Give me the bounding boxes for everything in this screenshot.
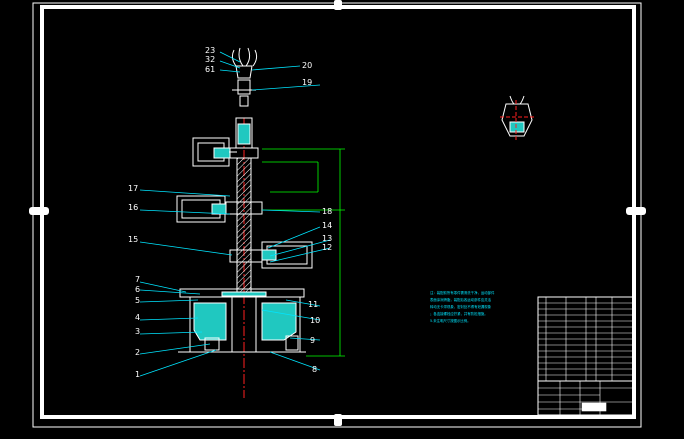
- technical-notes: 注：装配前所有零件需清洗干净，运动部件 表面涂润滑脂，装配后各运动部件应灵活 转…: [430, 290, 495, 323]
- title-block: [537, 296, 635, 416]
- label-9: 9: [310, 336, 315, 345]
- label-20: 20: [302, 61, 312, 70]
- gripper-head: [231, 47, 258, 107]
- label-2: 2: [135, 348, 140, 357]
- label-15: 15: [128, 235, 138, 244]
- centering-marks: [29, 0, 646, 426]
- label-17: 17: [128, 184, 138, 193]
- part-labels: 23 32 61 20 19 17 16 18 15 14 13 12 7 6 …: [128, 46, 332, 379]
- label-14: 14: [322, 221, 332, 230]
- label-23: 23: [205, 46, 215, 55]
- label-61: 61: [205, 65, 215, 74]
- base-assembly: [178, 288, 306, 353]
- detail-view: [500, 95, 534, 140]
- label-4: 4: [135, 313, 140, 322]
- label-11: 11: [308, 300, 318, 309]
- label-1: 1: [135, 370, 140, 379]
- note-line-1: 注：装配前所有零件需清洗干净，运动部件: [430, 290, 495, 295]
- note-line-5: 5.未注明尺寸按图示比例。: [430, 318, 471, 323]
- label-5: 5: [135, 296, 140, 305]
- main-column: [236, 157, 252, 294]
- note-line-2: 表面涂润滑脂，装配后各运动部件应灵活: [430, 297, 492, 302]
- actuator-middle: [176, 195, 263, 223]
- label-13: 13: [322, 234, 332, 243]
- label-8: 8: [312, 365, 317, 374]
- label-3: 3: [135, 327, 140, 336]
- label-19: 19: [302, 78, 312, 87]
- leader-lines: [139, 51, 331, 377]
- label-32: 32: [205, 55, 215, 64]
- label-18: 18: [322, 207, 332, 216]
- actuator-lower: [229, 241, 313, 269]
- actuator-upper: [192, 137, 237, 167]
- dimension-lines: [262, 148, 345, 357]
- inner-frame: [40, 5, 636, 419]
- label-16: 16: [128, 203, 138, 212]
- note-line-3: 转动无卡滞现象，密封处不得有泄漏现象: [430, 304, 492, 309]
- note-line-4: ；各连接螺栓应拧紧，并有防松措施。: [430, 311, 488, 316]
- outer-frame: [32, 2, 642, 428]
- label-10: 10: [310, 316, 320, 325]
- label-6: 6: [135, 285, 140, 294]
- label-7: 7: [135, 275, 140, 284]
- label-12: 12: [322, 243, 332, 252]
